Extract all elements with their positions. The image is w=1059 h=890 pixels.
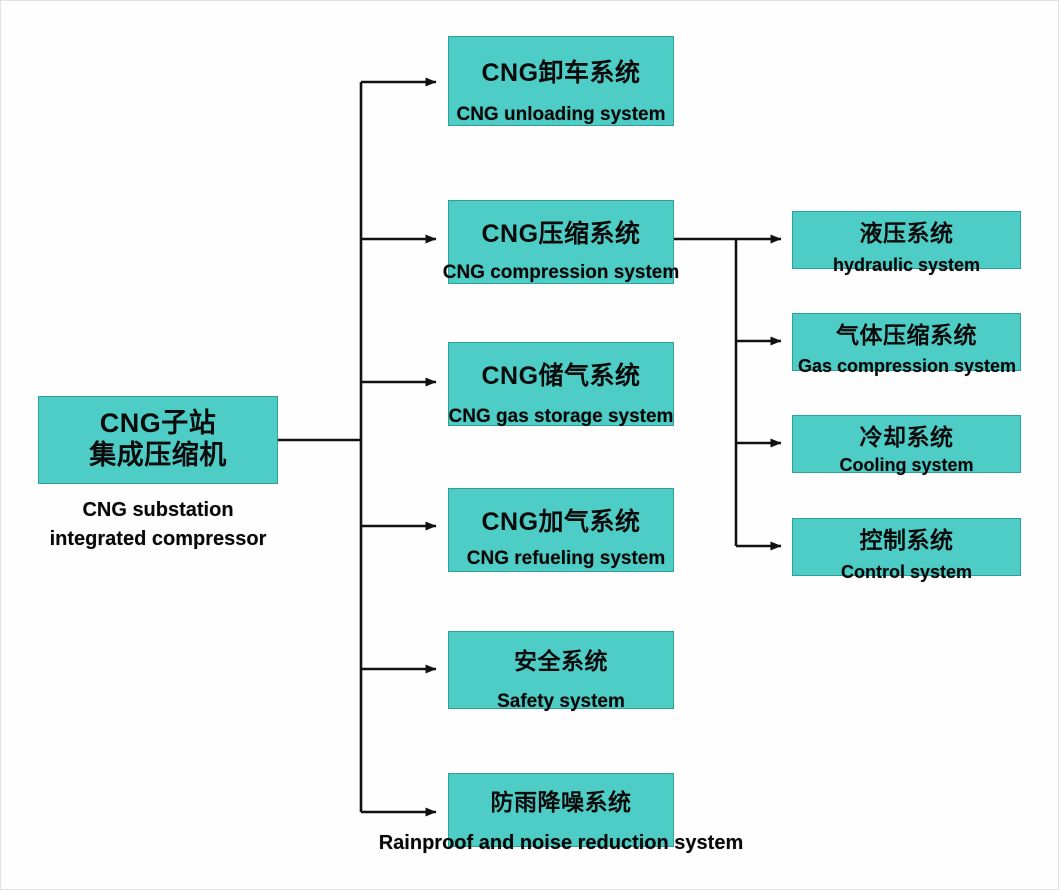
node-safety-label-cn: 安全系统 bbox=[514, 648, 608, 675]
node-rainproof-noise[interactable]: 防雨降噪系统 bbox=[448, 773, 674, 847]
node-cng-unloading[interactable]: CNG卸车系统 bbox=[448, 36, 674, 126]
node-cng-refueling-label-cn: CNG加气系统 bbox=[481, 508, 641, 537]
node-root-label-cn: CNG子站 集成压缩机 bbox=[89, 408, 227, 470]
node-gas-compression-label-en: Gas compression system bbox=[797, 356, 1017, 376]
node-cng-compression[interactable]: CNG压缩系统 bbox=[448, 200, 674, 284]
node-control-label-en: Control system bbox=[840, 562, 973, 582]
node-cng-unloading-label-cn: CNG卸车系统 bbox=[481, 59, 641, 88]
node-cng-gas-storage-label-cn: CNG储气系统 bbox=[481, 362, 641, 391]
node-cng-refueling[interactable]: CNG加气系统 bbox=[448, 488, 674, 572]
node-cooling-label-en: Cooling system bbox=[839, 455, 974, 475]
node-cng-gas-storage-label-en: CNG gas storage system bbox=[448, 406, 674, 427]
node-control[interactable]: 控制系统 bbox=[792, 518, 1021, 576]
node-root[interactable]: CNG子站 集成压缩机 bbox=[38, 396, 278, 484]
node-cooling-label-cn: 冷却系统 bbox=[859, 424, 954, 451]
node-cng-compression-label-en: CNG compression system bbox=[442, 262, 680, 283]
node-rainproof-noise-label-en: Rainproof and noise reduction system bbox=[378, 832, 744, 854]
node-rainproof-noise-label-cn: 防雨降噪系统 bbox=[490, 789, 632, 816]
node-cooling[interactable]: 冷却系统 bbox=[792, 415, 1021, 473]
node-cng-gas-storage[interactable]: CNG储气系统 bbox=[448, 342, 674, 426]
node-gas-compression[interactable]: 气体压缩系统 bbox=[792, 313, 1021, 371]
node-gas-compression-label-cn: 气体压缩系统 bbox=[836, 322, 977, 349]
node-cng-unloading-label-en: CNG unloading system bbox=[456, 104, 666, 125]
node-cng-compression-label-cn: CNG压缩系统 bbox=[481, 220, 641, 249]
node-root-label-en-line2: integrated compressor bbox=[49, 528, 267, 550]
node-safety-label-en: Safety system bbox=[497, 691, 625, 712]
node-root-label-en-line1: CNG substation bbox=[82, 499, 234, 521]
node-hydraulic-label-en: hydraulic system bbox=[832, 255, 981, 275]
node-cng-refueling-label-en: CNG refueling system bbox=[466, 548, 666, 569]
node-control-label-cn: 控制系统 bbox=[859, 527, 954, 554]
node-hydraulic-label-cn: 液压系统 bbox=[859, 220, 954, 247]
node-hydraulic[interactable]: 液压系统 bbox=[792, 211, 1021, 269]
node-safety[interactable]: 安全系统 bbox=[448, 631, 674, 709]
